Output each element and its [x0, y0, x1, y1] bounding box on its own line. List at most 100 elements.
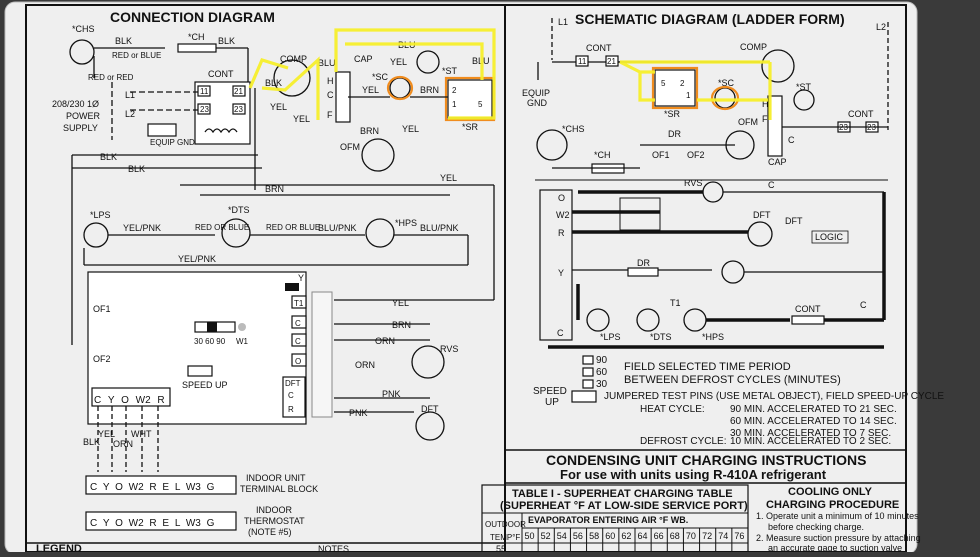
speed-up-label: SPEED UP	[182, 380, 228, 390]
sch-sr-pin-5: 5	[661, 79, 666, 88]
sch-cap-label: CAP	[768, 157, 787, 167]
terminal-21-label: 21	[234, 87, 243, 96]
table-outdoor-header: OUTDOOR	[485, 520, 526, 529]
wire-label-blk: BLK	[115, 36, 132, 46]
wire-label-yel-4: YEL	[362, 85, 379, 95]
l1-label: L1	[125, 90, 135, 100]
board-terminal-labels: C Y O W2 R	[94, 395, 165, 406]
cap-f-label: F	[327, 110, 333, 120]
connection-diagram: CONNECTION DIAGRAM *CHS BLK RED or BLUE …	[26, 9, 505, 555]
sch-lps-symbol	[586, 308, 610, 332]
wire-label-blk-2: BLK	[218, 36, 235, 46]
lps-label: *LPS	[90, 210, 111, 220]
board-c-terminal	[291, 315, 307, 329]
board-c2-label: C	[295, 337, 301, 346]
charging-instructions: CONDENSING UNIT CHARGING INSTRUCTIONS Fo…	[481, 449, 921, 554]
chs-symbol	[69, 39, 95, 65]
dts-symbol	[221, 218, 251, 248]
board-dft-label: DFT	[285, 379, 301, 388]
note-between-defrost: BETWEEN DEFROST CYCLES (MINUTES)	[624, 374, 841, 386]
board-o-terminal	[291, 353, 307, 367]
terminal-13	[197, 103, 211, 115]
ofm-symbol	[361, 138, 395, 172]
sch-dft-label: DFT	[753, 210, 771, 220]
highlighted-circuit-schematic	[619, 60, 772, 120]
sch-c-label: C	[768, 180, 775, 190]
table-evap-header: EVAPORATOR ENTERING AIR °F WB.	[528, 515, 688, 525]
board-t1-label: T1	[294, 299, 304, 308]
wire-label-red-or-blue-3: RED OR BLUE	[266, 223, 320, 232]
board-c-label: C	[295, 319, 301, 328]
table-wb-temp: 62	[621, 531, 631, 541]
note-speed-pins	[571, 390, 597, 403]
thermostat-terminal-block	[85, 511, 237, 531]
sch-terminal-21	[605, 55, 619, 67]
cap-c-label: C	[327, 90, 334, 100]
sch-cap-c: C	[788, 135, 795, 145]
terminal-23-label: 23	[234, 105, 243, 114]
table-title: TABLE I - SUPERHEAT CHARGING TABLE	[512, 488, 733, 500]
wire-label-red-or-blue-2: RED OR BLUE	[195, 223, 249, 232]
wire-label-red-or-blue: RED or BLUE	[112, 51, 161, 60]
wire-label-blk-6: BLK	[83, 437, 100, 447]
sch-l2-label: L2	[876, 22, 886, 32]
wire-label-yel-pnk-2: YEL/PNK	[178, 254, 216, 264]
rvs-symbol	[411, 345, 445, 379]
board-connector	[285, 283, 299, 291]
table-wb-temp: 60	[605, 531, 615, 541]
board-dft-c-label: C	[288, 391, 294, 400]
sch-of1-label: OF1	[652, 150, 670, 160]
wire-label-yel-pnk: YEL/PNK	[123, 223, 161, 233]
sch-terminal-11-label: 11	[578, 57, 587, 66]
terminal-21	[232, 85, 246, 97]
wire-label-orn: ORN	[375, 336, 395, 346]
table-row-temp: 55	[496, 544, 506, 552]
dft-symbol	[415, 411, 445, 441]
table-subtitle: (SUPERHEAT °F AT LOW-SIDE SERVICE PORT)	[500, 500, 748, 512]
hps-label: *HPS	[395, 218, 417, 228]
schematic-diagram: SCHEMATIC DIAGRAM (LADDER FORM) L1 L2 CO…	[522, 11, 944, 447]
sch-y-label: Y	[558, 268, 564, 278]
sch-c-label-2: C	[557, 328, 564, 338]
power-label-1: 208/230 1Ø	[52, 99, 99, 109]
sch-sr-relay	[654, 69, 696, 107]
wire-label-orn-2: ORN	[355, 360, 375, 370]
cooling-title: COOLING ONLY	[788, 486, 873, 498]
sch-equip-label: EQUIP	[522, 88, 550, 98]
ch-heater	[177, 43, 217, 53]
wire-label-pnk-2: PNK	[349, 408, 368, 418]
sch-w2-label: W2	[556, 210, 570, 220]
step-1-line-2: before checking charge.	[768, 522, 864, 532]
wire-label-yel-2: YEL	[270, 102, 287, 112]
note-field-selected: FIELD SELECTED TIME PERIOD	[624, 361, 791, 373]
charging-title: CONDENSING UNIT CHARGING INSTRUCTIONS	[546, 452, 866, 468]
indoor-terminal-labels: C Y O W2 R E L W3 G	[90, 482, 215, 493]
sr-pin-1: 1	[452, 100, 457, 109]
step-2-line-2: an accurate gage to suction valve	[768, 543, 902, 552]
note-pin-90	[582, 355, 594, 365]
sch-compressor	[761, 49, 795, 83]
power-label-2: POWER	[66, 111, 101, 121]
board-plug-strip	[311, 291, 333, 418]
capacitor	[335, 71, 351, 123]
wire-label-blk-4: BLK	[128, 164, 145, 174]
sch-dts-symbol	[636, 308, 660, 332]
sch-cont-label: CONT	[586, 43, 612, 53]
cont-label: CONT	[208, 69, 234, 79]
sch-dft-symbol	[747, 221, 773, 247]
note-30: 30	[596, 379, 608, 390]
board-dft-block	[282, 376, 306, 418]
wire-label-pnk: PNK	[382, 389, 401, 399]
step-2-line-1: 2. Measure suction pressure by attaching	[756, 533, 921, 543]
time-jumper	[207, 322, 217, 332]
sch-cap-h: H	[762, 99, 769, 109]
rvs-label: RVS	[440, 344, 458, 354]
note-h90: 90 MIN. ACCELERATED TO 21 SEC.	[730, 404, 897, 415]
sch-st-symbol	[793, 89, 815, 111]
wire-label-blu: BLU	[318, 58, 336, 68]
thermostat-terminal-labels: C Y O W2 R E L W3 G	[90, 518, 215, 529]
indoor-terminal-block	[85, 475, 237, 495]
sch-ofm-label: OFM	[738, 117, 758, 127]
